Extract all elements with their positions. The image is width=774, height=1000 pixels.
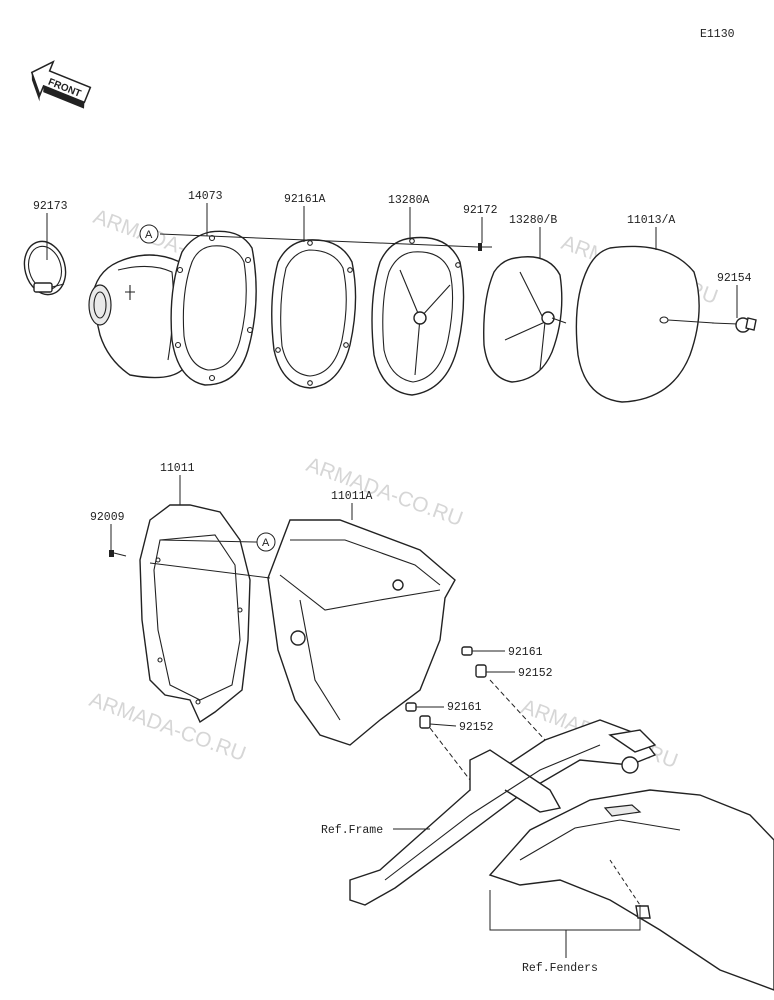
label-13280B: 13280/B	[509, 214, 557, 227]
part-ref-frame	[349, 719, 657, 906]
part-92009-screw	[109, 550, 127, 557]
label-11013A: 11013/A	[627, 214, 675, 227]
label-92161-upper: 92161	[508, 646, 543, 659]
circle-ref-a-mid: A	[256, 532, 276, 552]
label-92173: 92173	[33, 200, 68, 213]
part-ref-fender	[488, 789, 774, 991]
part-intake-duct	[88, 254, 188, 379]
ref-line-a-top	[159, 233, 479, 248]
part-92172-screw	[478, 243, 492, 251]
circle-ref-a-top-text: A	[145, 229, 153, 241]
label-92161-lower: 92161	[447, 701, 482, 714]
label-11011: 11011	[160, 462, 195, 475]
page-code: E1130	[700, 28, 735, 41]
part-92154-bolt	[711, 317, 757, 333]
label-14073: 14073	[188, 190, 223, 203]
circle-ref-a-top: A	[139, 224, 159, 244]
label-92161A: 92161A	[284, 193, 326, 206]
label-ref-frame: Ref.Frame	[321, 824, 383, 837]
part-13280B-cage	[483, 256, 567, 383]
front-arrow-icon: FRONT	[30, 60, 92, 109]
label-92154: 92154	[717, 272, 752, 285]
part-11011-cover	[139, 504, 251, 724]
watermark-3: ARMADA-CO.RU	[303, 453, 465, 531]
label-92172: 92172	[463, 204, 498, 217]
labels: 92173 14073 92161A 13280A 92172 13280/B …	[33, 190, 752, 975]
part-92161A-gasket	[271, 239, 357, 389]
part-11011A-airbox	[267, 519, 456, 746]
label-13280A: 13280A	[388, 194, 430, 207]
label-92152-upper: 92152	[518, 667, 553, 680]
part-13280A-frame	[371, 236, 465, 396]
label-ref-fenders: Ref.Fenders	[522, 962, 598, 975]
circle-ref-a-mid-text: A	[262, 537, 270, 549]
assembly-line-2	[429, 727, 471, 781]
part-11013A-element	[575, 245, 715, 403]
circle-a-mid-leader	[159, 539, 258, 543]
label-92152-lower: 92152	[459, 721, 494, 734]
ref-line-a-mid	[149, 562, 271, 579]
part-92173-clamp	[23, 240, 67, 296]
part-14073-flange	[170, 230, 257, 386]
label-11011A: 11011A	[331, 490, 373, 503]
label-92009: 92009	[90, 511, 125, 524]
assembly-line	[489, 679, 546, 741]
